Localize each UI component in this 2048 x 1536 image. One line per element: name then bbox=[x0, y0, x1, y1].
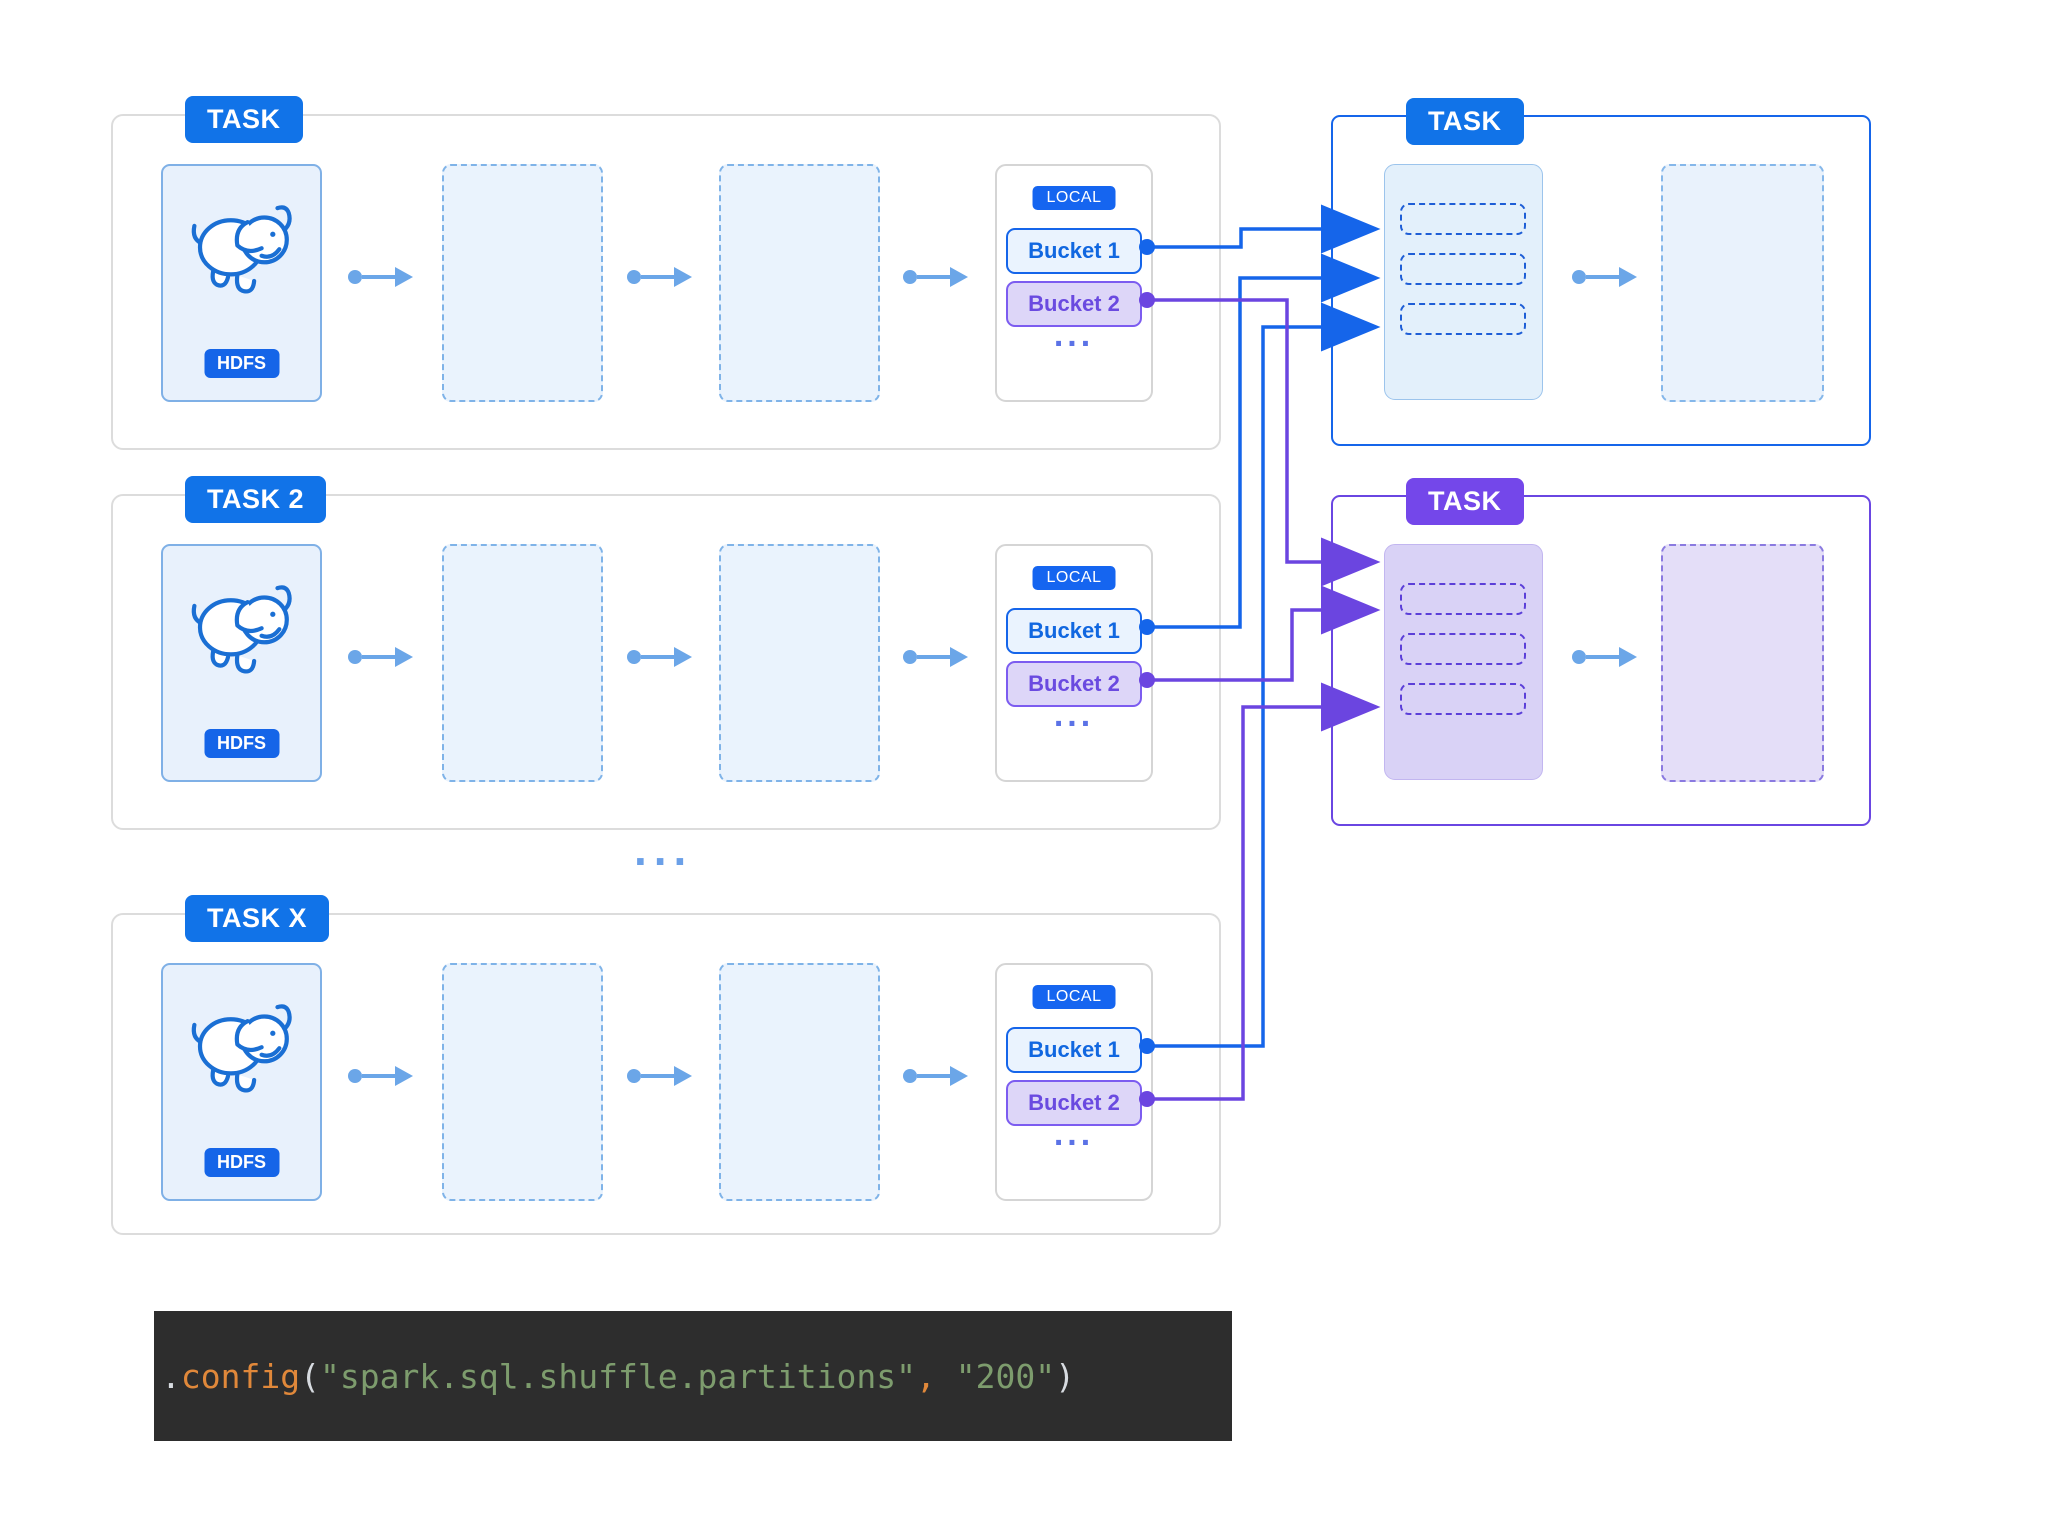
hadoop-elephant-icon bbox=[191, 585, 292, 674]
bucket-1: Bucket 1 bbox=[1006, 1027, 1142, 1073]
reduce-task-box-blue: TASK bbox=[1331, 98, 1871, 446]
hdfs-label: HDFS bbox=[204, 1148, 279, 1177]
merged-buckets-box bbox=[1384, 164, 1543, 400]
stage-placeholder-box bbox=[719, 164, 880, 402]
local-label: LOCAL bbox=[1032, 985, 1116, 1009]
merged-bucket-row bbox=[1400, 203, 1526, 235]
code-token: . bbox=[161, 1356, 181, 1396]
merged-bucket-row bbox=[1400, 583, 1526, 615]
merged-bucket-row bbox=[1400, 253, 1526, 285]
flow-arrow-icon bbox=[903, 267, 968, 287]
bucket-1: Bucket 1 bbox=[1006, 608, 1142, 654]
hadoop-elephant-icon bbox=[191, 1004, 292, 1093]
reduce-task-box-purple: TASK bbox=[1331, 478, 1871, 826]
result-placeholder-box bbox=[1661, 164, 1824, 402]
code-token bbox=[936, 1357, 956, 1396]
local-label: LOCAL bbox=[1032, 566, 1116, 590]
result-placeholder-box bbox=[1661, 544, 1824, 782]
hdfs-source-box: HDFS bbox=[161, 544, 322, 782]
code-token-partitions-value: "200" bbox=[955, 1356, 1056, 1396]
flow-arrow-icon bbox=[627, 647, 692, 667]
code-token: ( bbox=[300, 1356, 320, 1396]
map-task-box-x: TASK X HDFS LOCAL bbox=[111, 895, 1221, 1235]
hadoop-elephant-icon bbox=[191, 205, 292, 294]
map-task-box-2: TASK 2 HDFS LOCAL bbox=[111, 476, 1221, 830]
task-tag: TASK 2 bbox=[185, 476, 327, 523]
merged-buckets-box bbox=[1384, 544, 1543, 780]
merged-bucket-row bbox=[1400, 633, 1526, 665]
code-token-config: config bbox=[180, 1356, 301, 1396]
hdfs-source-box: HDFS bbox=[161, 963, 322, 1201]
more-buckets-ellipsis: ... bbox=[1053, 696, 1095, 734]
flow-arrow-icon bbox=[1572, 647, 1637, 667]
flow-arrow-icon bbox=[903, 647, 968, 667]
flow-arrow-icon bbox=[348, 647, 413, 667]
bucket-1: Bucket 1 bbox=[1006, 228, 1142, 274]
spark-config-code-snippet: .config("spark.sql.shuffle.partitions", … bbox=[154, 1311, 1232, 1441]
flow-arrow-icon bbox=[627, 1066, 692, 1086]
code-token: ) bbox=[1055, 1356, 1075, 1396]
task-tag: TASK bbox=[185, 96, 303, 143]
hdfs-label: HDFS bbox=[204, 729, 279, 758]
merged-bucket-row bbox=[1400, 303, 1526, 335]
hdfs-label: HDFS bbox=[204, 349, 279, 378]
merged-bucket-row bbox=[1400, 683, 1526, 715]
flow-arrow-icon bbox=[1572, 267, 1637, 287]
flow-arrow-icon bbox=[348, 267, 413, 287]
stage-placeholder-box bbox=[442, 963, 603, 1201]
code-token-partitions-key: "spark.sql.shuffle.partitions" bbox=[319, 1356, 916, 1396]
stage-placeholder-box bbox=[719, 963, 880, 1201]
stage-placeholder-box bbox=[442, 164, 603, 402]
flow-arrow-icon bbox=[903, 1066, 968, 1086]
stage-placeholder-box bbox=[719, 544, 880, 782]
tasks-ellipsis: ... bbox=[634, 823, 694, 875]
task-tag: TASK bbox=[1406, 478, 1524, 525]
local-label: LOCAL bbox=[1032, 186, 1116, 210]
map-task-box-1: TASK HDFS LOCAL bbox=[111, 96, 1221, 450]
task-tag: TASK X bbox=[185, 895, 330, 942]
bucket-2: Bucket 2 bbox=[1006, 281, 1142, 327]
flow-arrow-icon bbox=[348, 1066, 413, 1086]
hdfs-source-box: HDFS bbox=[161, 164, 322, 402]
code-token: , bbox=[916, 1356, 936, 1396]
local-output-box: LOCAL Bucket 1 Bucket 2 ... bbox=[995, 544, 1153, 782]
flow-arrow-icon bbox=[627, 267, 692, 287]
local-output-box: LOCAL Bucket 1 Bucket 2 ... bbox=[995, 963, 1153, 1201]
bucket-2: Bucket 2 bbox=[1006, 1080, 1142, 1126]
more-buckets-ellipsis: ... bbox=[1053, 1115, 1095, 1153]
stage-placeholder-box bbox=[442, 544, 603, 782]
local-output-box: LOCAL Bucket 1 Bucket 2 ... bbox=[995, 164, 1153, 402]
task-tag: TASK bbox=[1406, 98, 1524, 145]
more-buckets-ellipsis: ... bbox=[1053, 316, 1095, 354]
